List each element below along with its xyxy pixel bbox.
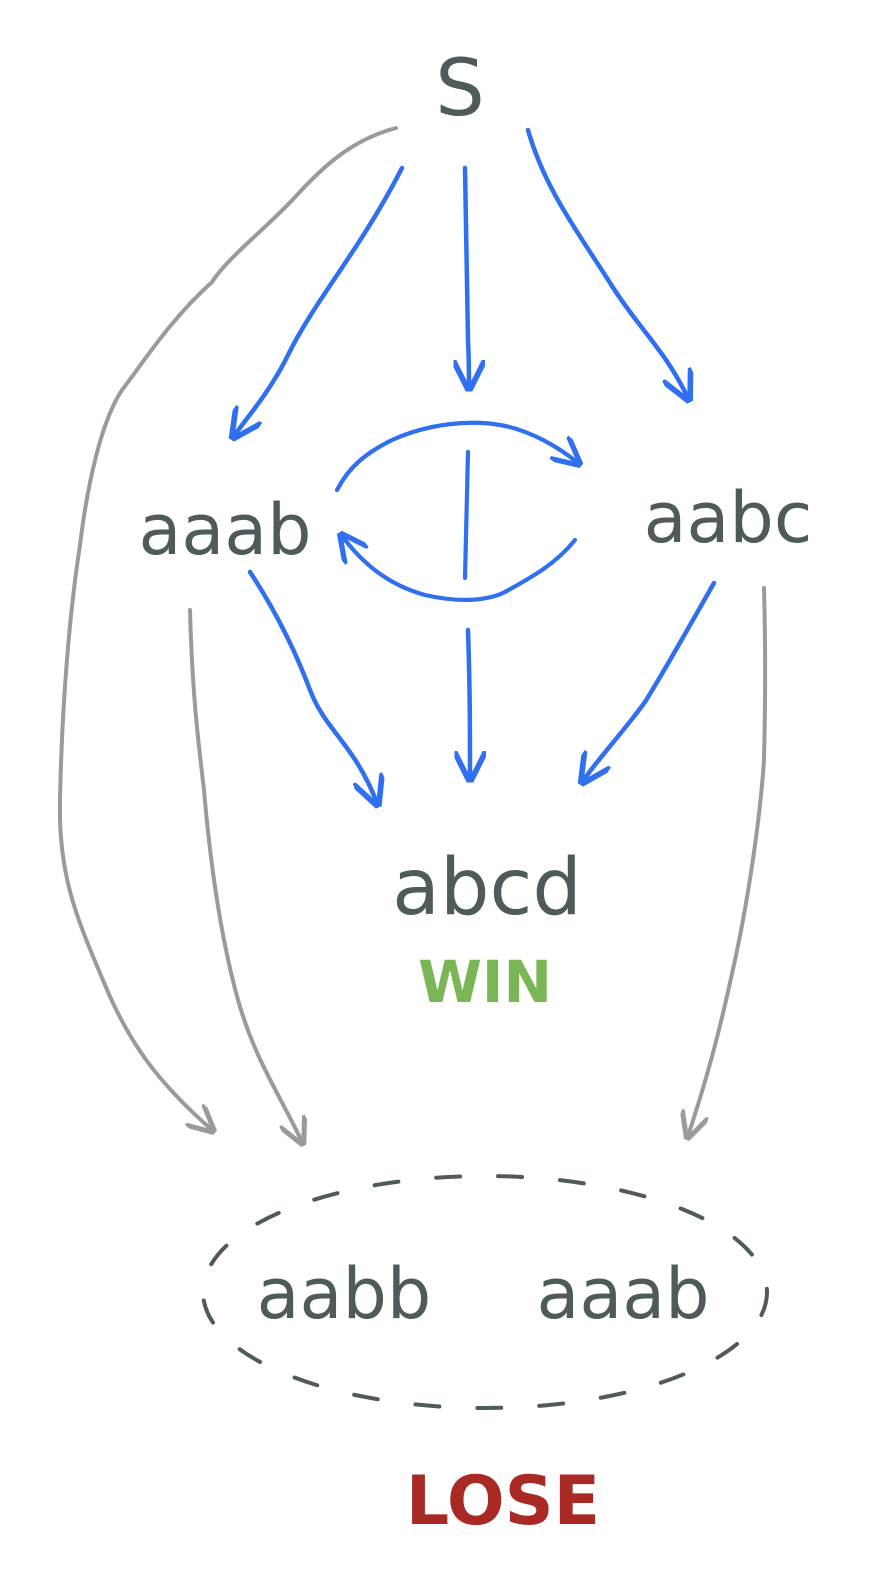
- gray-edges: [57, 126, 768, 1142]
- node-abcd: abcd: [392, 843, 582, 933]
- lose-set-dashed-outline: [201, 1174, 769, 1410]
- edge-aabc-to-lose: [688, 586, 768, 1136]
- lose-label: LOSE: [406, 1462, 600, 1541]
- blue-edges: [234, 127, 717, 803]
- node-aabc: aabc: [644, 477, 813, 559]
- edge-aabc-to-abcd: [583, 580, 717, 781]
- node-aaab: aaab: [138, 489, 311, 571]
- win-label: WIN: [418, 948, 552, 1016]
- edge-aaab-to-abcd: [247, 569, 377, 803]
- edge-center-to-abcd: [468, 627, 470, 778]
- node-aabb: aabb: [257, 1253, 432, 1335]
- edge-center-vertical: [462, 449, 471, 581]
- node-s: S: [435, 44, 485, 134]
- edge-s-to-center: [465, 165, 469, 387]
- node-lose-aaab: aaab: [536, 1253, 709, 1335]
- edge-aaab-to-lose: [188, 608, 302, 1142]
- edge-s-to-aaab: [234, 165, 405, 436]
- edge-s-to-lose-left: [57, 126, 398, 1130]
- edge-aaab-to-aabc-top: [334, 420, 578, 493]
- edge-s-to-aabc: [525, 127, 688, 398]
- edge-aabc-to-aaab-bottom: [342, 536, 578, 602]
